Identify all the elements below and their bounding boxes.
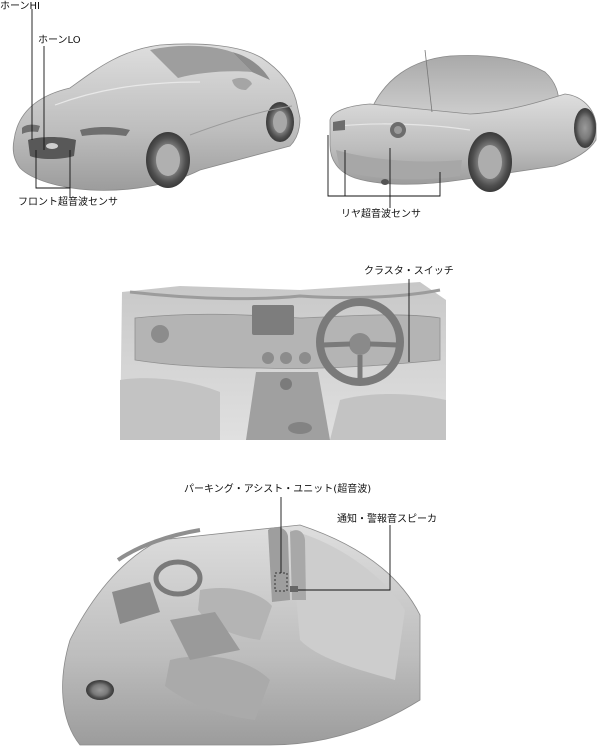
- front-car-illustration: [13, 44, 300, 190]
- parking-assist-unit-label: パーキング・アシスト・ユニット(超音波): [184, 485, 371, 495]
- warning-speaker-label: 通知・警報音スピーカ: [337, 515, 437, 525]
- dashboard-illustration: [120, 282, 446, 440]
- cabin-illustration: [63, 525, 420, 745]
- horn-lo-label: ホーンLO: [38, 36, 81, 46]
- horn-hi-label: ホーンHI: [0, 2, 40, 12]
- rear-sensor-label: リヤ超音波センサ: [341, 210, 421, 220]
- cluster-switch-label: クラスタ・スイッチ: [364, 267, 454, 277]
- front-sensor-label: フロント超音波センサ: [18, 198, 118, 208]
- rear-car-illustration: [330, 50, 596, 192]
